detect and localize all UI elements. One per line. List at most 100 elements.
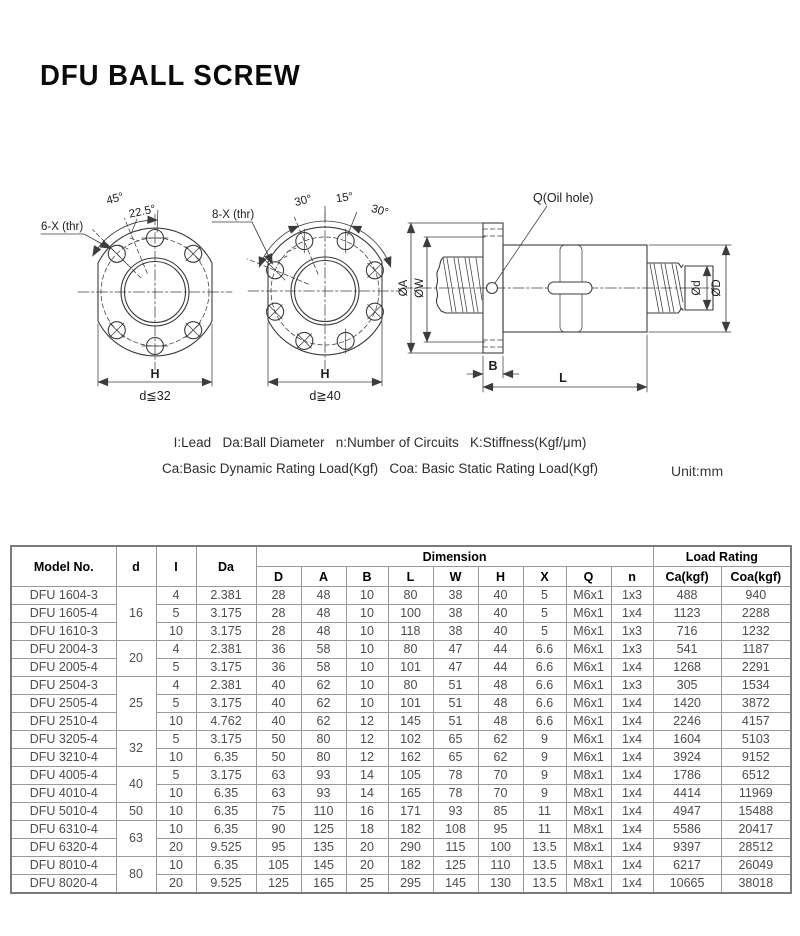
- dim-cell: 118: [387, 622, 434, 641]
- dim-cell: 78: [432, 784, 479, 803]
- lead-cell: 5: [155, 658, 197, 677]
- technical-drawing-area: 45° 22.5° 6-X (thr) H d≦32: [30, 178, 770, 423]
- dim-cell: M6x1: [565, 712, 612, 731]
- dim-cell: 100: [387, 604, 434, 623]
- dim-cell: 1x4: [610, 712, 654, 731]
- flange-8hole-view: 30° 15° 30° 8-X (thr) H d≧40: [211, 191, 403, 403]
- dim-cell: 63: [255, 766, 302, 785]
- dia-a-label: ØA: [398, 279, 410, 296]
- dim-cell: 10: [345, 658, 389, 677]
- page-title: DFU BALL SCREW: [40, 60, 301, 92]
- ref-ray-45: [92, 229, 142, 279]
- angle-arc-30-left: [258, 225, 300, 268]
- da-cell: 2.381: [195, 586, 257, 605]
- dim-cell: 110: [477, 856, 524, 875]
- h-dim-label: H: [150, 367, 159, 381]
- dim-cell: 95: [477, 820, 524, 839]
- dim-cell: 9: [522, 730, 567, 749]
- bore-inner: [293, 259, 357, 323]
- model-cell: DFU 4010-4: [10, 784, 117, 803]
- d-cell: 20: [115, 640, 157, 677]
- dim-cell: 130: [477, 874, 524, 894]
- model-cell: DFU 3205-4: [10, 730, 117, 749]
- dim-cell: 100: [477, 838, 524, 857]
- ca-cell: 1604: [652, 730, 722, 749]
- d-cell: 40: [115, 766, 157, 803]
- dim-cell: 9: [522, 748, 567, 767]
- size-note-label: d≧40: [309, 389, 340, 403]
- callout-leader: [40, 233, 111, 249]
- legend-line1: I:Lead Da:Ball Diameter n:Number of Circ…: [173, 435, 587, 450]
- dim-cell: 10: [345, 604, 389, 623]
- dim-cell: M6x1: [565, 694, 612, 713]
- ca-cell: 2246: [652, 712, 722, 731]
- ref-ray: [247, 258, 309, 285]
- dim-cell: 1x4: [610, 658, 654, 677]
- coa-cell: 2288: [720, 604, 792, 623]
- dim-cell: 105: [255, 856, 302, 875]
- dim-cell: 62: [477, 730, 524, 749]
- dim-cell: 145: [387, 712, 434, 731]
- col-header-dim-d: D: [255, 566, 302, 587]
- model-cell: DFU 2510-4: [10, 712, 117, 731]
- da-cell: 6.35: [195, 856, 257, 875]
- model-cell: DFU 4005-4: [10, 766, 117, 785]
- dim-cell: 171: [387, 802, 434, 821]
- dim-cell: 125: [432, 856, 479, 875]
- dim-cell: 102: [387, 730, 434, 749]
- dim-cell: 51: [432, 694, 479, 713]
- da-cell: 6.35: [195, 820, 257, 839]
- coa-cell: 26049: [720, 856, 792, 875]
- col-header-dim-a: A: [300, 566, 347, 587]
- dia-d-big-label: ØD: [711, 279, 723, 296]
- model-cell: DFU 6320-4: [10, 838, 117, 857]
- da-cell: 6.35: [195, 784, 257, 803]
- lead-cell: 10: [155, 802, 197, 821]
- dim-cell: 40: [477, 586, 524, 605]
- dim-cell: 75: [255, 802, 302, 821]
- coa-cell: 4157: [720, 712, 792, 731]
- dim-cell: 62: [477, 748, 524, 767]
- dia-w-label: ØW: [414, 278, 426, 298]
- dim-cell: 65: [432, 730, 479, 749]
- dim-cell: 1x4: [610, 766, 654, 785]
- h-dim-label: H: [320, 367, 329, 381]
- dim-cell: 1x4: [610, 820, 654, 839]
- coa-cell: 5103: [720, 730, 792, 749]
- lead-cell: 5: [155, 604, 197, 623]
- d-cell: 80: [115, 856, 157, 894]
- dim-cell: 6.6: [522, 676, 567, 695]
- callout-leader: [211, 221, 273, 265]
- da-cell: 2.381: [195, 640, 257, 659]
- dim-cell: 48: [300, 604, 347, 623]
- dim-cell: 10: [345, 694, 389, 713]
- model-cell: DFU 2005-4: [10, 658, 117, 677]
- angle-leader-22: [130, 218, 138, 235]
- dim-cell: 70: [477, 766, 524, 785]
- dim-cell: 110: [300, 802, 347, 821]
- dim-cell: 16: [345, 802, 389, 821]
- dim-cell: 28: [255, 622, 302, 641]
- dim-cell: M6x1: [565, 622, 612, 641]
- d-cell: 16: [115, 586, 157, 641]
- callout-6x-thr: 6-X (thr): [41, 221, 83, 233]
- dim-cell: 11: [522, 820, 567, 839]
- dim-cell: 108: [432, 820, 479, 839]
- ca-cell: 6217: [652, 856, 722, 875]
- dim-cell: 63: [255, 784, 302, 803]
- phantom-hole-marks: [277, 247, 297, 262]
- dim-cell: 44: [477, 640, 524, 659]
- dim-cell: 51: [432, 712, 479, 731]
- dim-cell: 50: [255, 730, 302, 749]
- dim-cell: 295: [387, 874, 434, 894]
- dia-d-small-label: Ød: [691, 280, 703, 295]
- dim-cell: 65: [432, 748, 479, 767]
- model-cell: DFU 6310-4: [10, 820, 117, 839]
- col-header-dim-q: Q: [565, 566, 612, 587]
